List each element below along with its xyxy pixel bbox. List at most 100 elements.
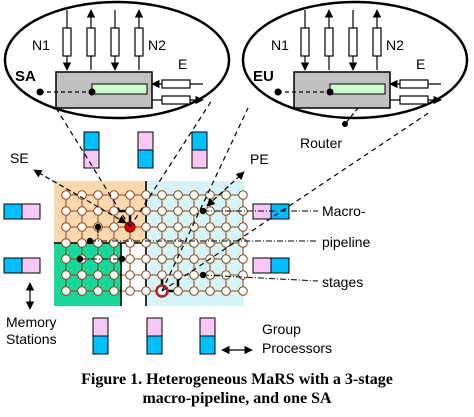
se-label: SE [10, 150, 29, 166]
mesh-node [221, 238, 231, 248]
mesh-node [173, 238, 183, 248]
mesh-node [77, 206, 87, 216]
mesh-node [77, 286, 87, 296]
mesh-node [125, 270, 135, 280]
mesh-node [157, 238, 167, 248]
router-label: Router [300, 135, 342, 151]
memory-label-2: Stations [6, 331, 57, 347]
mesh-node [173, 222, 183, 232]
mesh-node [189, 270, 199, 280]
sa-n1-label: N1 [32, 37, 50, 53]
mesh-node [221, 270, 231, 280]
mesh-node [157, 190, 167, 200]
mesh-node [109, 286, 119, 296]
mesh-node [141, 222, 151, 232]
mesh-node [189, 206, 199, 216]
mesh-node [205, 286, 215, 296]
stage-leaders [80, 210, 319, 282]
mesh-node [173, 190, 183, 200]
sa-n-links [62, 9, 144, 71]
eu-n2-label: N2 [386, 37, 404, 53]
mesh-node [205, 238, 215, 248]
sa-n2-label: N2 [148, 37, 166, 53]
mesh-node [93, 286, 103, 296]
memory-label-1: Memory [6, 314, 57, 330]
sa-callout: N1 N2 SA E [3, 0, 231, 120]
eu-callout: N1 N2 EU E Router [241, 0, 469, 151]
pipeline-label: pipeline [322, 234, 370, 250]
mesh-node [141, 286, 151, 296]
mesh-node [125, 286, 135, 296]
mesh-node [61, 222, 71, 232]
mesh-node [238, 286, 248, 296]
mesh-node [77, 222, 87, 232]
mesh-node [141, 206, 151, 216]
mesh-node [189, 286, 199, 296]
mesh-node [61, 238, 71, 248]
macro-label: Macro- [322, 203, 366, 219]
mesh-node [77, 238, 87, 248]
figure-caption-line2: macro-pipeline, and one SA [142, 390, 332, 407]
pe-label: PE [250, 151, 269, 167]
mesh-node [93, 238, 103, 248]
mesh-node [205, 222, 215, 232]
mesh-node [173, 270, 183, 280]
mesh-node [93, 270, 103, 280]
figure-caption-line1: Figure 1. Heterogeneous MaRS with a 3-st… [81, 371, 393, 388]
mesh-node [93, 190, 103, 200]
mesh-node [189, 238, 199, 248]
mesh-node [141, 238, 151, 248]
mesh-node [157, 254, 167, 264]
mesh-node [141, 254, 151, 264]
mesh-node [125, 254, 135, 264]
mesh-node [238, 238, 248, 248]
eu-n1-label: N1 [271, 37, 289, 53]
group-label-1: Group [262, 321, 301, 337]
callout-leaders [55, 99, 431, 292]
mesh-node [61, 270, 71, 280]
mesh-node [61, 286, 71, 296]
mesh-node [125, 206, 135, 216]
mesh-node [238, 270, 248, 280]
eu-n-links [300, 9, 382, 71]
mesh-node [189, 254, 199, 264]
mesh-node [141, 270, 151, 280]
mesh-node [238, 190, 248, 200]
mesh-node [189, 190, 199, 200]
se-arrow [33, 169, 127, 224]
eu-module-core [329, 83, 386, 95]
stages-label: stages [322, 274, 363, 290]
mesh-node [141, 190, 151, 200]
mesh-node [221, 254, 231, 264]
pe-arrow [206, 171, 245, 207]
mesh-node [61, 206, 71, 216]
mesh-node [205, 190, 215, 200]
mesh-node [157, 222, 167, 232]
sa-module-core [91, 83, 148, 95]
mesh-node [157, 270, 167, 280]
mesh-node [109, 190, 119, 200]
mesh-node [238, 254, 248, 264]
sa-e-label: E [178, 56, 187, 72]
mesh-node [238, 222, 248, 232]
group-label-2: Processors [262, 340, 332, 356]
sa-title: SA [15, 68, 36, 85]
mesh-node [61, 190, 71, 200]
eu-title: EU [253, 68, 274, 85]
mesh-node [109, 270, 119, 280]
mesh-node [221, 190, 231, 200]
mesh-node [109, 222, 119, 232]
mesh-node [125, 238, 135, 248]
mesh-node [173, 254, 183, 264]
mesh-node [221, 222, 231, 232]
mesh-node [221, 286, 231, 296]
mesh-node [173, 206, 183, 216]
mesh-node [109, 238, 119, 248]
mesh-node [77, 270, 87, 280]
mesh-node [125, 190, 135, 200]
mesh-node [61, 254, 71, 264]
mesh-node [173, 286, 183, 296]
mesh-node [157, 206, 167, 216]
mesh-node [93, 206, 103, 216]
eu-e-label: E [416, 56, 425, 72]
